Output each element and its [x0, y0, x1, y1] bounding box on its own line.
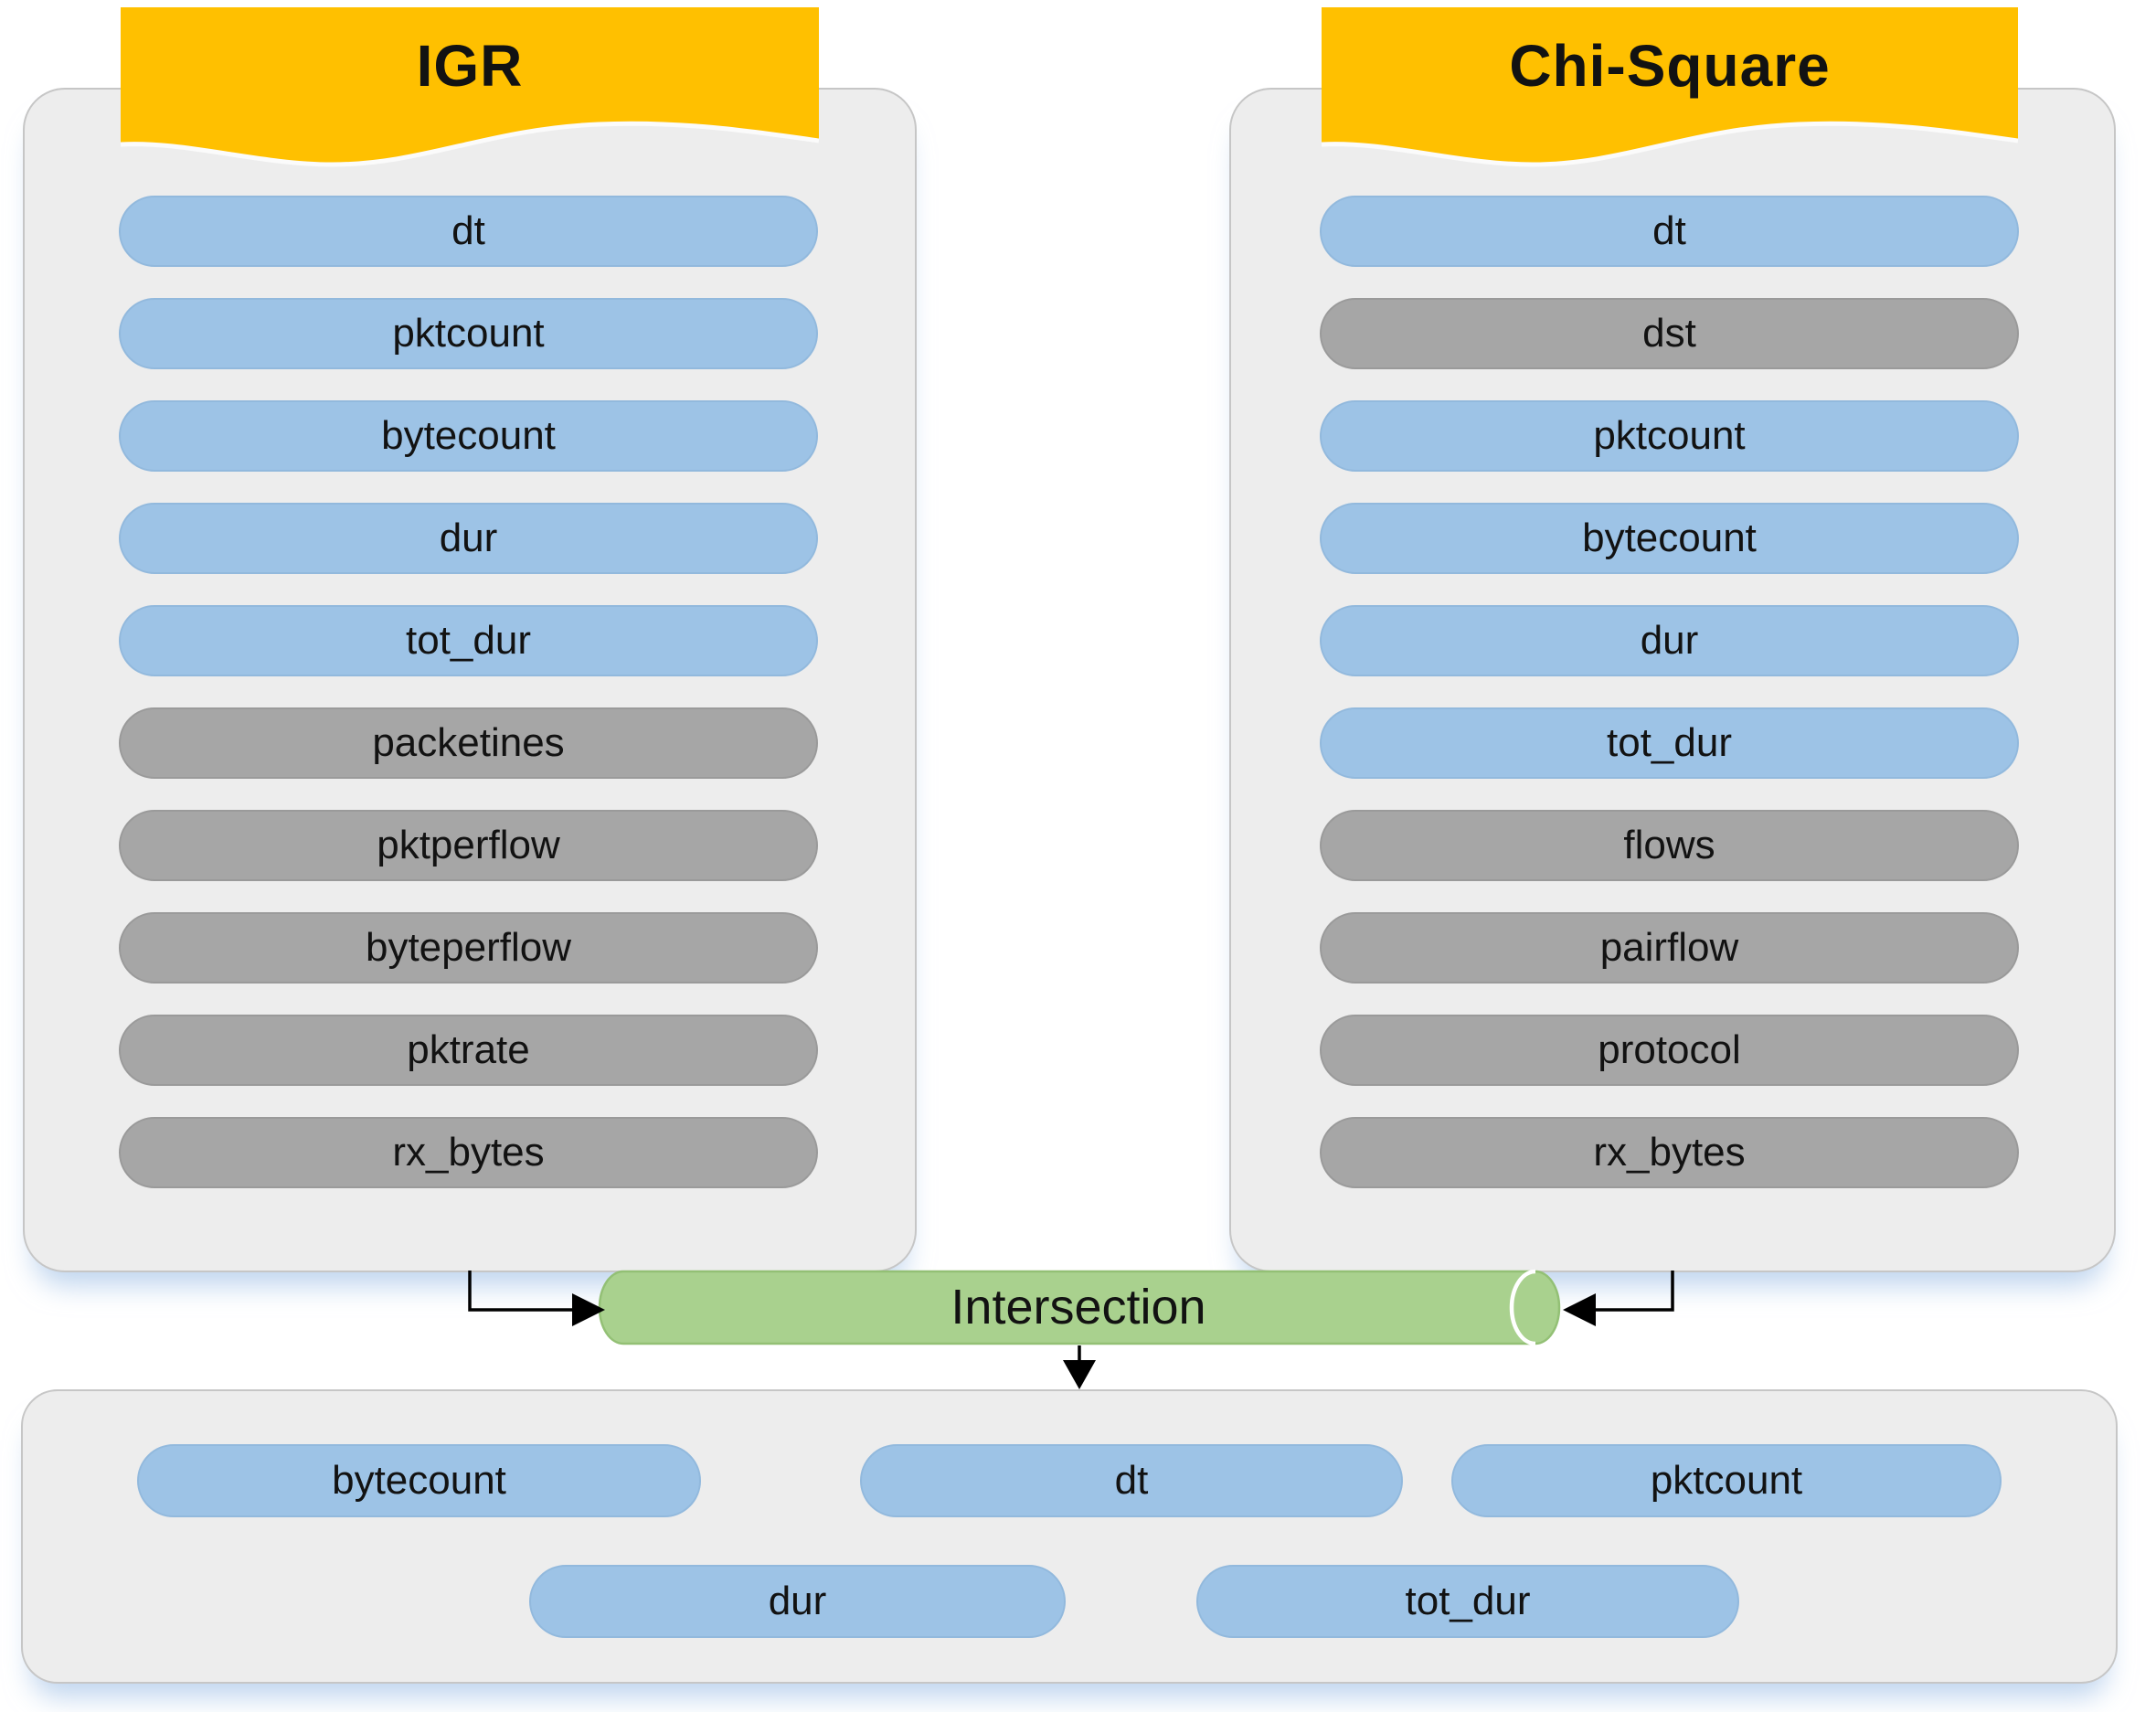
pill-label: bytecount: [1582, 516, 1757, 560]
chi-feature-pill: pktcount: [1320, 400, 2019, 472]
result-feature-pill: tot_dur: [1196, 1565, 1739, 1638]
pill-label: rx_bytes: [392, 1130, 545, 1175]
igr-feature-pill: dt: [119, 196, 818, 267]
pill-label: flows: [1623, 823, 1715, 867]
pill-label: pktperflow: [377, 823, 560, 867]
pill-label: tot_dur: [1607, 720, 1732, 765]
pill-label: pktrate: [407, 1027, 530, 1072]
igr-feature-pill: packetines: [119, 707, 818, 779]
pill-label: pairflow: [1599, 925, 1739, 970]
pill-label: pktcount: [1650, 1458, 1803, 1503]
igr-feature-pill: pktperflow: [119, 810, 818, 881]
pill-label: dt: [451, 208, 485, 253]
pill-label: pktcount: [1593, 413, 1746, 458]
result-feature-pill: dt: [860, 1444, 1403, 1517]
chi-feature-pill: tot_dur: [1320, 707, 2019, 779]
pill-label: packetines: [372, 720, 565, 765]
banner-wave-shape: [121, 7, 819, 167]
pill-label: protocol: [1598, 1027, 1741, 1072]
banner-wave-shape: [1322, 7, 2018, 167]
intersection-to-result-arrow: [1063, 1345, 1096, 1389]
cylinder-shape: [598, 1269, 1561, 1346]
chi-feature-pill: protocol: [1320, 1015, 2019, 1086]
chi-feature-pill: dt: [1320, 196, 2019, 267]
igr-feature-pill: byteperflow: [119, 912, 818, 984]
igr-title: IGR: [416, 33, 524, 99]
igr-feature-pill: dur: [119, 503, 818, 574]
chi-square-header-banner: Chi-Square: [1322, 7, 2018, 170]
chi-feature-pill: dst: [1320, 298, 2019, 369]
pill-label: bytecount: [332, 1458, 506, 1503]
pill-label: pktcount: [392, 311, 545, 356]
pill-label: rx_bytes: [1593, 1130, 1746, 1175]
intersection-label: Intersection: [951, 1280, 1206, 1335]
pill-label: dur: [768, 1579, 827, 1623]
pill-label: tot_dur: [1405, 1579, 1531, 1623]
pill-label: dur: [439, 516, 498, 560]
igr-feature-pill: tot_dur: [119, 605, 818, 676]
result-feature-pill: bytecount: [137, 1444, 701, 1517]
chi-feature-pill: pairflow: [1320, 912, 2019, 984]
pill-label: bytecount: [381, 413, 556, 458]
igr-feature-pill: rx_bytes: [119, 1117, 818, 1188]
chi-feature-pill: rx_bytes: [1320, 1117, 2019, 1188]
intersection-result-panel: [21, 1389, 2118, 1684]
pill-label: dt: [1652, 208, 1686, 253]
pill-label: byteperflow: [365, 925, 571, 970]
igr-feature-pill: pktrate: [119, 1015, 818, 1086]
igr-feature-pill: bytecount: [119, 400, 818, 472]
chi-feature-pill: flows: [1320, 810, 2019, 881]
igr-feature-pill: pktcount: [119, 298, 818, 369]
pill-label: dst: [1642, 311, 1696, 356]
result-feature-pill: dur: [529, 1565, 1066, 1638]
chi-to-intersection-arrow: [1563, 1271, 1674, 1326]
pill-label: dt: [1114, 1458, 1149, 1503]
intersection-cylinder: Intersection: [585, 1269, 1572, 1349]
chi-feature-pill: bytecount: [1320, 503, 2019, 574]
chi-square-title: Chi-Square: [1509, 33, 1831, 99]
result-feature-pill: pktcount: [1451, 1444, 2002, 1517]
chi-feature-pill: dur: [1320, 605, 2019, 676]
pill-label: tot_dur: [406, 618, 531, 663]
igr-header-banner: IGR: [121, 7, 819, 170]
pill-label: dur: [1640, 618, 1699, 663]
